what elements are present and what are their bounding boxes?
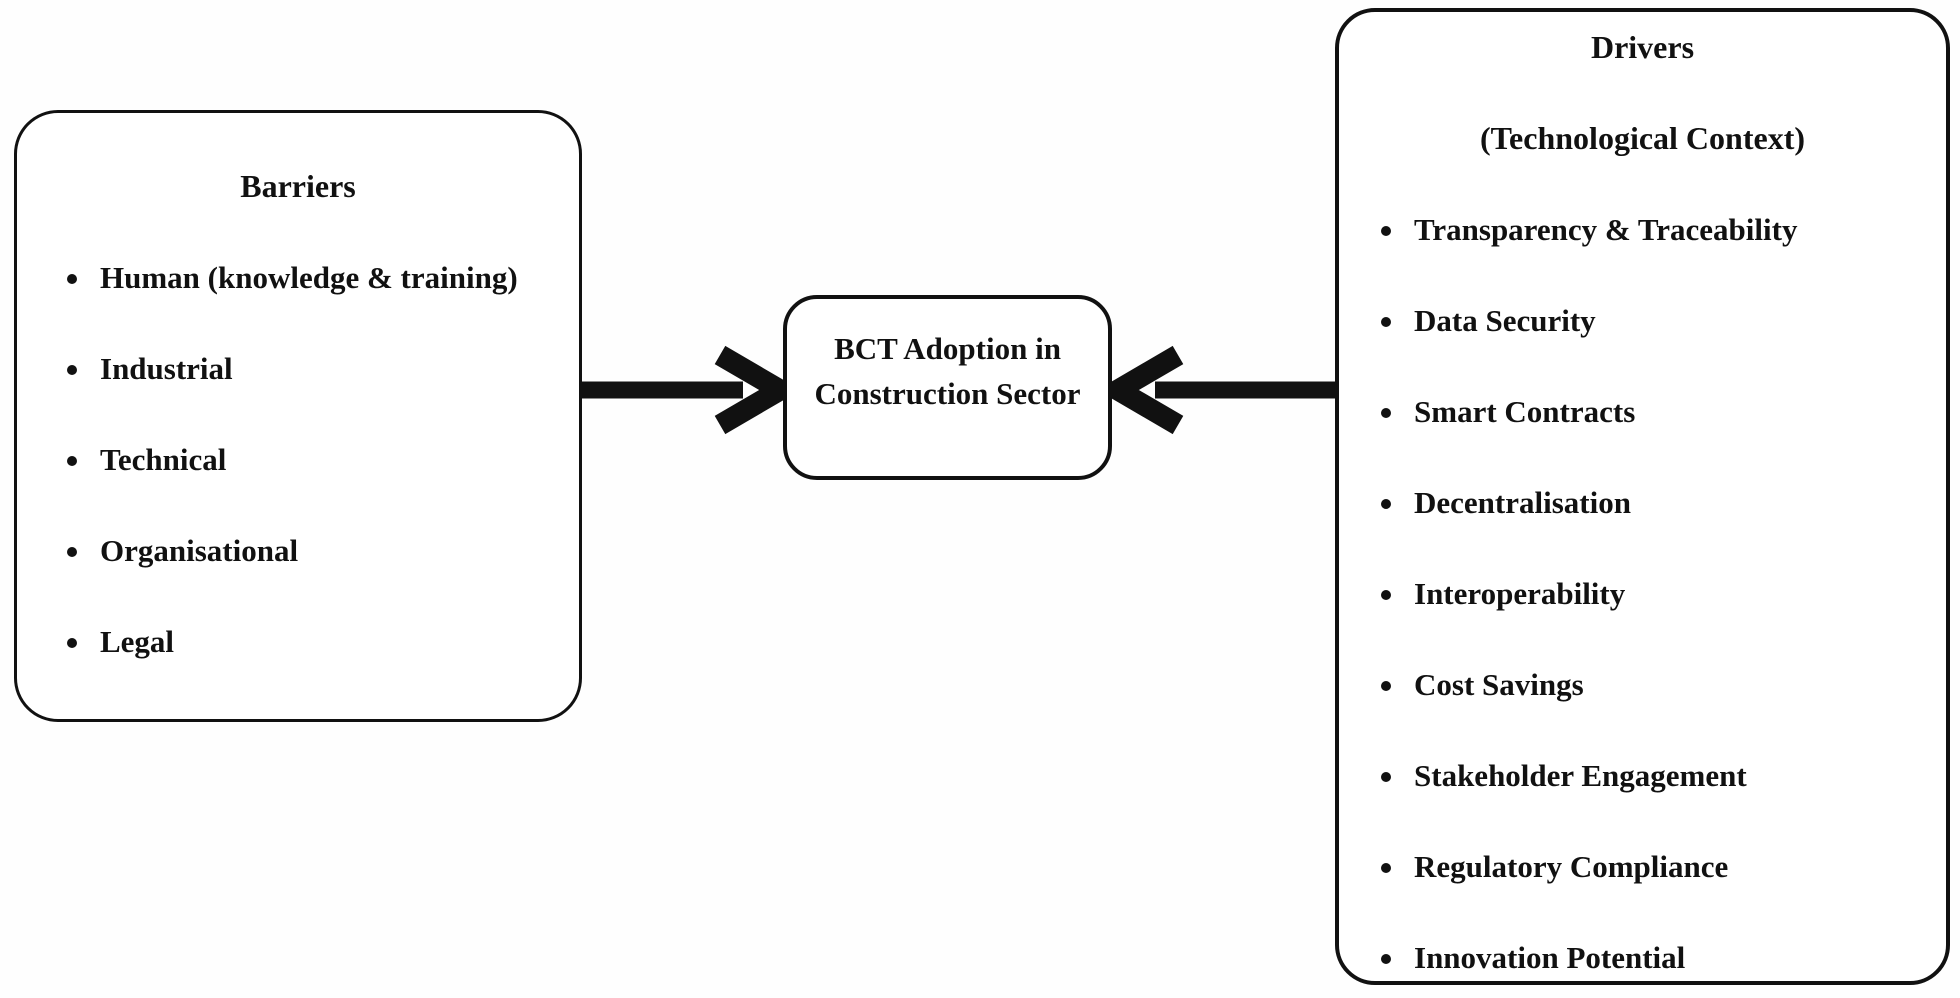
driver-item-label: Cost Savings <box>1414 666 1584 702</box>
bullet-icon <box>1381 862 1391 873</box>
driver-item: Smart Contracts <box>1339 366 1946 457</box>
bullet-icon <box>1381 316 1391 327</box>
drivers-title: Drivers <box>1590 29 1695 65</box>
driver-item-label: Interoperability <box>1414 575 1626 611</box>
barrier-item-label: Human (knowledge & training) <box>100 259 518 295</box>
driver-item: Decentralisation <box>1339 457 1946 548</box>
barriers-box: Barriers Human (knowledge & training) In… <box>14 110 582 722</box>
driver-item-label: Data Security <box>1414 302 1596 338</box>
driver-item-label: Transparency & Traceability <box>1414 211 1798 247</box>
driver-item: Regulatory Compliance <box>1339 821 1946 912</box>
barriers-title-row: Barriers <box>17 141 579 232</box>
barrier-item-label: Technical <box>100 441 227 477</box>
barriers-arrow-icon <box>580 345 790 435</box>
driver-item: Stakeholder Engagement <box>1339 730 1946 821</box>
bullet-icon <box>67 273 77 284</box>
barrier-item-label: Industrial <box>100 350 233 386</box>
barrier-item-label: Organisational <box>100 532 299 568</box>
drivers-subtitle-row: (Technological Context) <box>1339 93 1946 184</box>
bullet-icon <box>1381 225 1391 236</box>
bullet-icon <box>67 455 77 466</box>
driver-item: Transparency & Traceability <box>1339 184 1946 275</box>
bullet-icon <box>67 364 77 375</box>
barriers-title: Barriers <box>240 168 356 204</box>
driver-item-label: Decentralisation <box>1414 484 1631 520</box>
driver-item: Cost Savings <box>1339 639 1946 730</box>
bullet-icon <box>67 546 77 557</box>
bullet-icon <box>1381 589 1391 600</box>
barrier-item: Industrial <box>17 323 579 414</box>
drivers-box: Drivers (Technological Context) Transpar… <box>1335 8 1950 985</box>
bct-adoption-line2: Construction Sector <box>814 375 1081 411</box>
bullet-icon <box>1381 498 1391 509</box>
bullet-icon <box>1381 953 1391 964</box>
barrier-item-label: Legal <box>100 623 175 659</box>
drivers-subtitle: (Technological Context) <box>1479 120 1805 156</box>
bullet-icon <box>67 637 77 648</box>
barrier-item: Technical <box>17 414 579 505</box>
driver-item-label: Regulatory Compliance <box>1414 848 1729 884</box>
bct-adoption-line1: BCT Adoption in <box>834 330 1061 366</box>
drivers-title-row: Drivers <box>1339 2 1946 93</box>
driver-item-label: Smart Contracts <box>1414 393 1636 429</box>
barrier-item: Legal <box>17 596 579 687</box>
driver-item: Innovation Potential <box>1339 912 1946 998</box>
driver-item-label: Stakeholder Engagement <box>1414 757 1747 793</box>
drivers-rows: Drivers (Technological Context) Transpar… <box>1339 2 1946 998</box>
bullet-icon <box>1381 407 1391 418</box>
bullet-icon <box>1381 771 1391 782</box>
bct-adoption-box: BCT Adoption in Construction Sector <box>783 295 1112 480</box>
driver-item-label: Innovation Potential <box>1414 939 1686 975</box>
barrier-item: Organisational <box>17 505 579 596</box>
drivers-arrow-icon <box>1110 345 1338 435</box>
driver-item: Interoperability <box>1339 548 1946 639</box>
barrier-item: Human (knowledge & training) <box>17 232 579 323</box>
bullet-icon <box>1381 680 1391 691</box>
driver-item: Data Security <box>1339 275 1946 366</box>
